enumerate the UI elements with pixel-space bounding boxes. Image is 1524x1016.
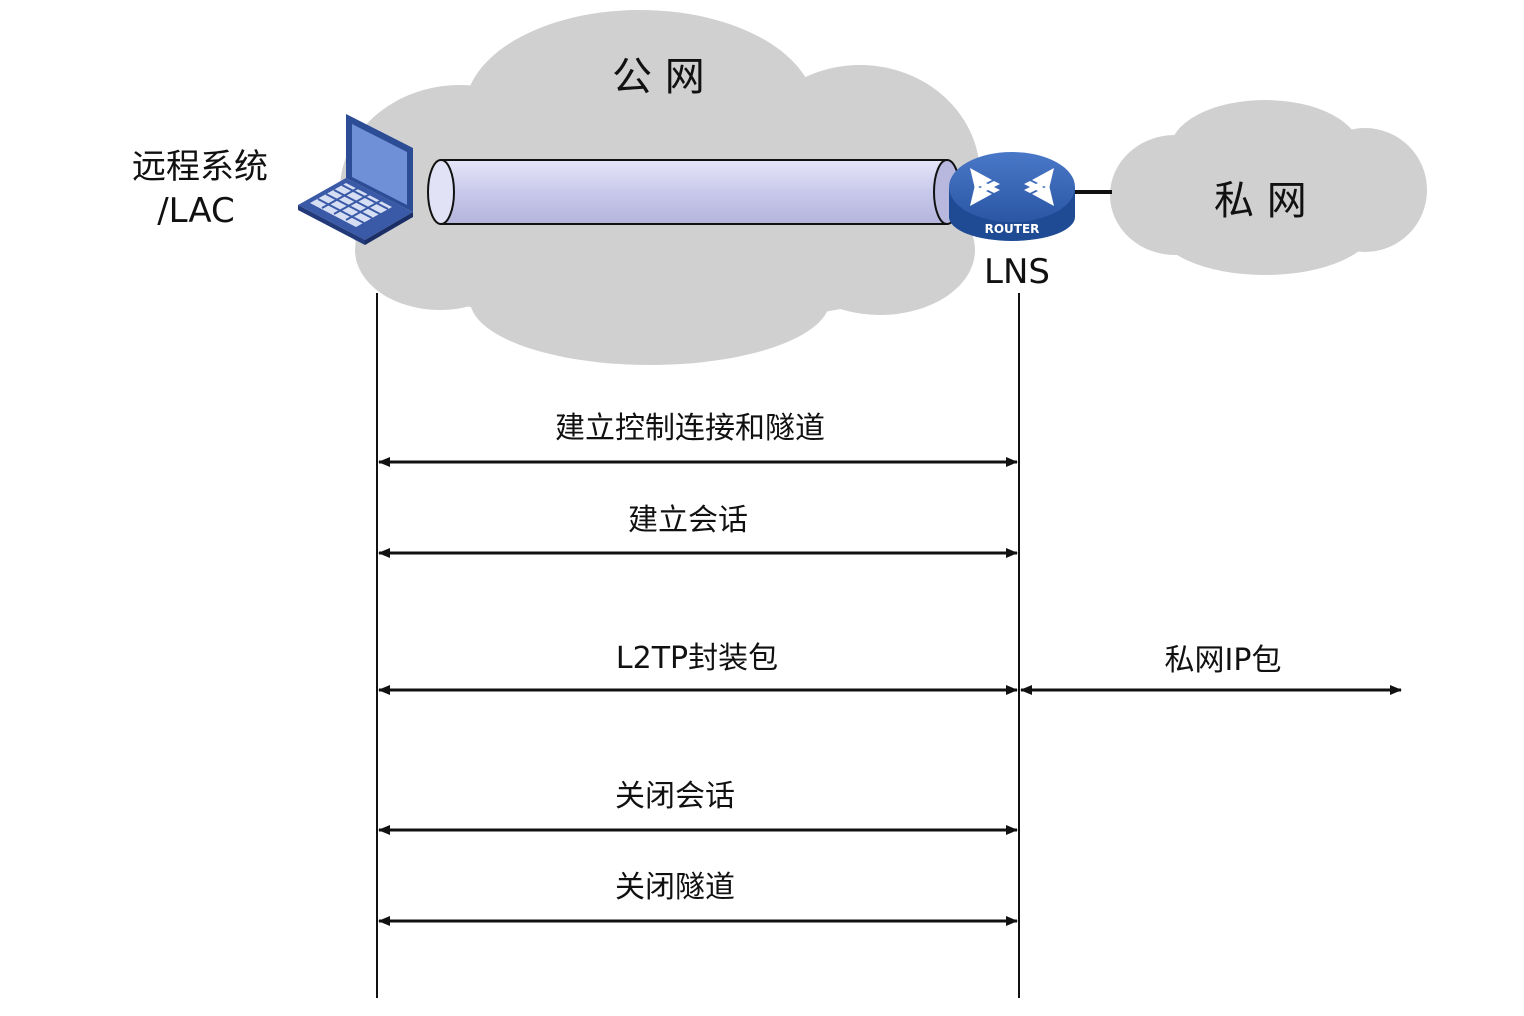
router-caption: ROUTER (985, 222, 1040, 236)
message-label-close-tunnel: 关闭隧道 (615, 870, 735, 905)
message-label-establish-session: 建立会话 (628, 503, 748, 538)
l2tp-tunnel (427, 159, 961, 225)
message-label-private-ip-packet: 私网IP包 (1164, 643, 1282, 678)
private-network-cloud (1110, 100, 1427, 275)
message-label-close-session: 关闭会话 (615, 779, 735, 814)
router-icon: ROUTER (949, 152, 1075, 241)
message-label-establish-tunnel: 建立控制连接和隧道 (555, 411, 825, 446)
public-network-label: 公 网 (612, 54, 705, 100)
lns-label: LNS (984, 252, 1050, 292)
message-label-l2tp-packet: L2TP封装包 (615, 641, 779, 676)
laptop-icon (298, 114, 413, 245)
private-network-label: 私 网 (1214, 178, 1307, 224)
remote-system-label-line1: 远程系统 (132, 147, 268, 187)
remote-system-label: 远程系统 /LAC (125, 145, 275, 233)
remote-system-label-line2: /LAC (157, 191, 235, 231)
